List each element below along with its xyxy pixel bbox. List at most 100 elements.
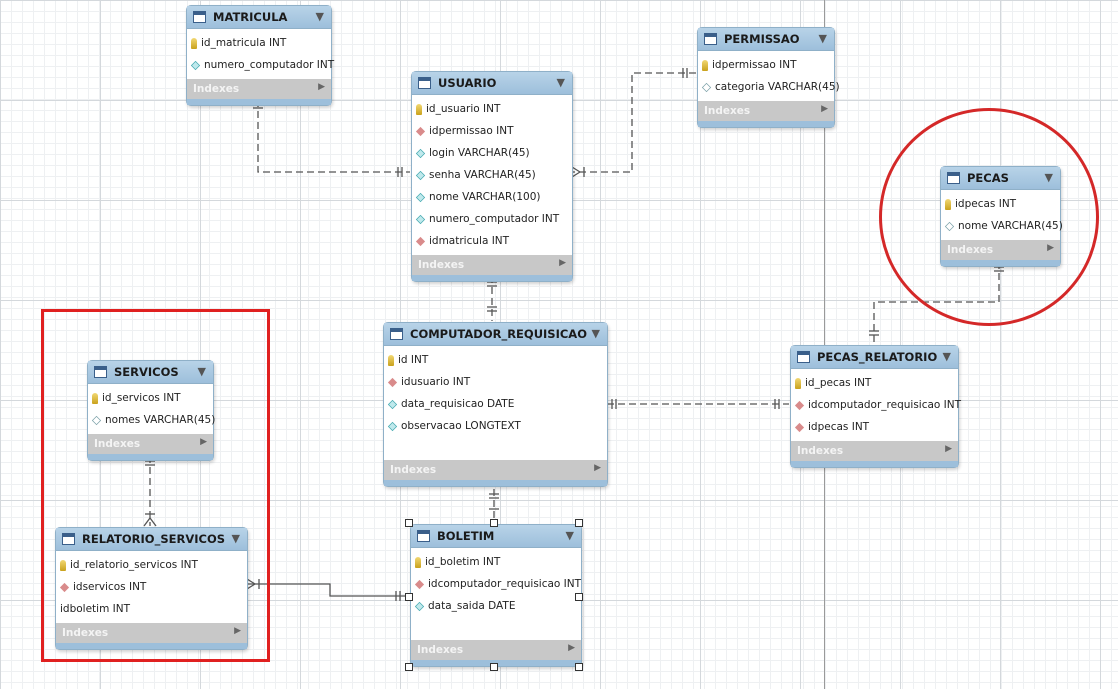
column-row[interactable]: id_pecas INT (791, 372, 958, 394)
expand-arrow-icon[interactable]: ▶ (568, 643, 575, 653)
expand-arrow-icon[interactable]: ▶ (318, 82, 325, 92)
table-matricula[interactable]: MATRICULA ▼ id_matricula INT numero_compu… (186, 5, 334, 106)
column-row[interactable]: categoria VARCHAR(45) (698, 76, 840, 98)
table-icon (704, 33, 717, 45)
column-row[interactable]: senha VARCHAR(45) (412, 164, 572, 186)
table-header[interactable]: RELATORIO_SERVICOS▼ (56, 528, 247, 551)
foreign-key-icon (415, 236, 426, 246)
table-name: USUARIO (438, 76, 497, 90)
column-icon (387, 399, 398, 409)
column-row[interactable]: idboletim INT (56, 598, 247, 620)
collapse-arrow-icon[interactable]: ▼ (315, 10, 324, 23)
column-row[interactable]: numero_computador INT (412, 208, 572, 230)
resize-handle-bottom[interactable] (490, 663, 498, 671)
column-row[interactable]: idpermissao INT (412, 120, 572, 142)
table-boletim[interactable]: BOLETIM▼ id_boletim INT idcomputador_req… (410, 524, 582, 667)
column-row[interactable]: nome VARCHAR(100) (412, 186, 572, 208)
column-row[interactable]: id_servicos INT (88, 387, 213, 409)
table-icon (417, 530, 430, 542)
indexes-label: Indexes (193, 83, 240, 95)
table-relatorio-servicos[interactable]: RELATORIO_SERVICOS▼ id_relatorio_servico… (55, 527, 248, 650)
table-header[interactable]: BOLETIM▼ (411, 525, 581, 548)
column-row[interactable]: idpecas INT (791, 416, 958, 438)
red-highlight-circle (879, 108, 1099, 326)
column-row[interactable]: data_requisicao DATE (384, 393, 607, 415)
column-row[interactable]: id_usuario INT (412, 98, 572, 120)
table-servicos[interactable]: SERVICOS▼ id_servicos INT nomes VARCHAR(… (87, 360, 215, 461)
expand-arrow-icon[interactable]: ▶ (821, 104, 828, 114)
column-row[interactable]: nomes VARCHAR(45) (88, 409, 215, 431)
table-computador-requisicao[interactable]: COMPUTADOR_REQUISICAO▼ id INT idusuario … (383, 322, 608, 487)
column-row[interactable]: numero_computador INT (187, 54, 334, 76)
expand-arrow-icon[interactable]: ▶ (234, 626, 241, 636)
resize-handle-left[interactable] (405, 593, 413, 601)
table-pecas-relatorio[interactable]: PECAS_RELATORIO▼ id_pecas INT idcomputad… (790, 345, 961, 468)
collapse-arrow-icon[interactable]: ▼ (591, 327, 600, 340)
column-row[interactable]: data_saida DATE (411, 595, 581, 617)
indexes-bar[interactable]: Indexes▶ (384, 460, 607, 480)
column-text: observacao LONGTEXT (401, 420, 521, 432)
column-icon (190, 60, 201, 70)
expand-arrow-icon[interactable]: ▶ (945, 444, 952, 454)
expand-arrow-icon[interactable]: ▶ (559, 258, 566, 268)
resize-handle-right[interactable] (575, 593, 583, 601)
resize-handle-top-left[interactable] (405, 519, 413, 527)
table-permissao[interactable]: PERMISSAO ▼ idpermissao INT categoria VAR… (697, 27, 840, 128)
table-header[interactable]: PECAS_RELATORIO▼ (791, 346, 958, 369)
collapse-arrow-icon[interactable]: ▼ (942, 350, 951, 363)
table-header[interactable]: SERVICOS▼ (88, 361, 213, 384)
column-text: data_requisicao DATE (401, 398, 515, 410)
table-header[interactable]: COMPUTADOR_REQUISICAO▼ (384, 323, 607, 346)
table-icon (193, 11, 206, 23)
table-header[interactable]: MATRICULA ▼ (187, 6, 331, 29)
column-row[interactable]: observacao LONGTEXT (384, 415, 607, 437)
rel-boletim-relatorio (247, 583, 409, 597)
table-footer (791, 461, 958, 467)
table-name: PERMISSAO (724, 32, 800, 46)
resize-handle-bottom-left[interactable] (405, 663, 413, 671)
expand-arrow-icon[interactable]: ▶ (200, 437, 207, 447)
column-row[interactable]: id INT (384, 349, 607, 371)
column-row[interactable]: idservicos INT (56, 576, 247, 598)
column-row[interactable]: idmatricula INT (412, 230, 572, 252)
indexes-bar[interactable]: Indexes ▶ (187, 79, 331, 99)
column-text: id_relatorio_servicos INT (70, 559, 198, 571)
column-row[interactable]: idpermissao INT (698, 54, 834, 76)
column-text: id_matricula INT (201, 37, 287, 49)
collapse-arrow-icon[interactable]: ▼ (197, 365, 206, 378)
table-name: MATRICULA (213, 10, 288, 24)
column-row[interactable]: login VARCHAR(45) (412, 142, 572, 164)
column-row[interactable]: idusuario INT (384, 371, 607, 393)
indexes-bar[interactable]: Indexes ▶ (791, 441, 958, 461)
column-text: idboletim INT (60, 603, 131, 615)
indexes-bar[interactable]: Indexes▶ (88, 434, 213, 454)
collapse-arrow-icon[interactable]: ▼ (818, 32, 827, 45)
resize-handle-top[interactable] (490, 519, 498, 527)
collapse-arrow-icon[interactable]: ▼ (565, 529, 574, 542)
column-text: idmatricula INT (429, 235, 510, 247)
indexes-bar[interactable]: Indexes▶ (698, 101, 834, 121)
resize-handle-bottom-right[interactable] (575, 663, 583, 671)
column-icon (387, 421, 398, 431)
collapse-arrow-icon[interactable]: ▼ (556, 76, 565, 89)
resize-handle-top-right[interactable] (575, 519, 583, 527)
column-row[interactable]: idcomputador_requisicao INT (791, 394, 961, 416)
expand-arrow-icon[interactable]: ▶ (594, 463, 601, 473)
indexes-label: Indexes (417, 644, 464, 656)
table-usuario[interactable]: USUARIO▼ id_usuario INT idpermissao INT … (411, 71, 573, 282)
column-row[interactable]: id_boletim INT (411, 551, 581, 573)
indexes-bar[interactable]: Indexes▶ (56, 623, 247, 643)
column-row[interactable]: id_matricula INT (187, 32, 331, 54)
foreign-key-icon (414, 579, 425, 589)
column-row[interactable]: idcomputador_requisicao INT (411, 573, 581, 595)
column-row[interactable]: id_relatorio_servicos INT (56, 554, 247, 576)
indexes-bar[interactable]: Indexes ▶ (411, 640, 581, 660)
collapse-arrow-icon[interactable]: ▼ (231, 532, 240, 545)
indexes-bar[interactable]: Indexes▶ (412, 255, 572, 275)
indexes-label: Indexes (797, 445, 844, 457)
table-header[interactable]: PERMISSAO ▼ (698, 28, 834, 51)
foreign-key-icon (794, 400, 805, 410)
table-header[interactable]: USUARIO ▼ (412, 72, 572, 95)
column-text: id_boletim INT (425, 556, 501, 568)
